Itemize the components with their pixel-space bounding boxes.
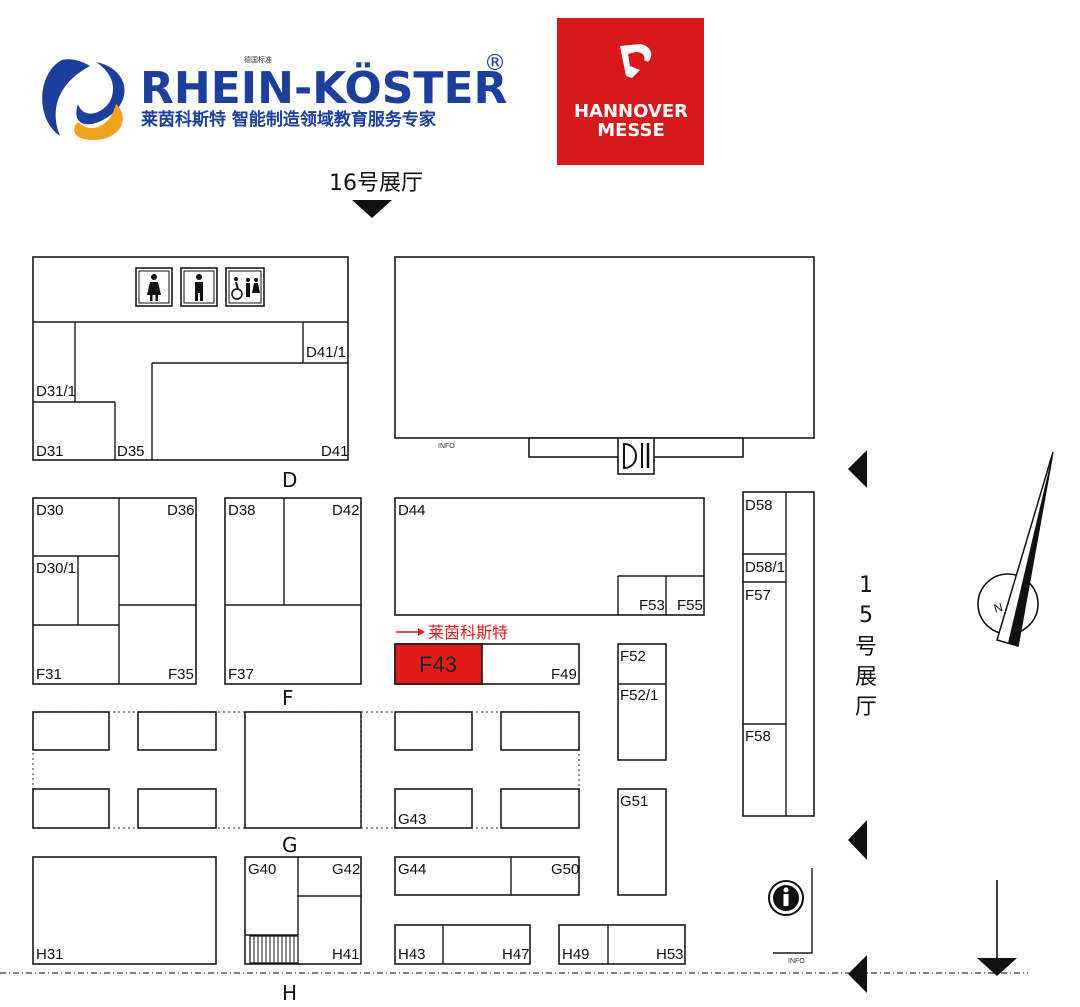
stand-label: D58/1 <box>745 559 785 576</box>
triangle-arrow-icon <box>848 820 867 860</box>
stand-label: D31/1 <box>36 383 76 400</box>
stand-label: D41 <box>321 443 349 460</box>
registered-mark: ® <box>484 51 506 76</box>
stand-label: G40 <box>248 861 276 878</box>
man-restroom-icon <box>180 267 218 307</box>
block-d44: D44 F53 F55 <box>394 497 705 616</box>
stand-label: D38 <box>228 502 256 519</box>
hall-15-char: 5 <box>859 603 873 628</box>
hannover-messe-logo: HANNOVER MESSE <box>557 18 704 165</box>
rhein-koster-logo: RHEIN-KÖSTER ® 德国标准 莱茵科斯特 智能制造领域教育服务专家 <box>42 51 507 140</box>
stand-label: D36 <box>167 502 195 519</box>
down-arrow-icon <box>977 880 1017 976</box>
info-desk: INFO <box>768 868 813 965</box>
hannover-messe-badge <box>557 18 704 165</box>
aisle-d-label: D <box>282 468 297 492</box>
hall-15-char: 展 <box>855 665 877 690</box>
stand-label: F37 <box>228 666 254 683</box>
stand-label: H53 <box>656 946 684 963</box>
info-label: INFO <box>788 958 805 965</box>
stand-label: D42 <box>332 502 360 519</box>
hall-15-char: 号 <box>855 635 877 660</box>
aisle-f-label: F <box>282 686 294 710</box>
information-icon <box>768 880 804 916</box>
stand-label: G44 <box>398 861 426 878</box>
stand-label: D44 <box>398 502 426 519</box>
hall-16-label: 16号展厅 <box>329 171 423 196</box>
stand-label: D35 <box>117 443 145 460</box>
woman-restroom-icon <box>135 267 173 307</box>
stand-label: F58 <box>745 728 771 745</box>
triangle-arrow-icon <box>848 955 867 993</box>
stand-label: D58 <box>745 497 773 514</box>
stand-f43-highlight[interactable] <box>394 643 483 685</box>
fair-line-2: MESSE <box>597 120 665 141</box>
block-f43-f49: F43 F49 <box>394 643 580 685</box>
company-small-mark: 德国标准 <box>244 55 272 64</box>
stand-label: D41/1 <box>306 344 346 361</box>
hall-15-char: 1 <box>859 573 873 598</box>
highlight-company-label: 莱茵科斯特 <box>428 623 508 642</box>
stand-label: H49 <box>562 946 590 963</box>
compass-letter: N <box>992 600 1004 616</box>
stand-label: G51 <box>620 793 648 810</box>
stand-label: F31 <box>36 666 62 683</box>
block-d30-f35: D30 D36 D30/1 F31 F35 <box>32 497 197 685</box>
stand-label: H47 <box>502 946 530 963</box>
hall-15-char: 厅 <box>855 695 877 720</box>
block-g40-h41: G40 G42 H41 <box>244 856 362 965</box>
block-restaurant: INFO <box>394 256 815 475</box>
company-name: RHEIN-KÖSTER <box>140 61 507 114</box>
rhein-koster-emblem-icon <box>42 59 125 140</box>
stand-label: H41 <box>332 946 360 963</box>
stand-label: G43 <box>398 811 426 828</box>
block-d58-f58: D58 D58/1 F57 F58 <box>742 491 815 817</box>
messe-head-icon <box>620 44 652 78</box>
block-h49-h53: H49 H53 <box>558 924 686 965</box>
stand-label: H31 <box>36 946 64 963</box>
triangle-arrow-icon <box>848 450 867 488</box>
stand-label: F55 <box>677 597 703 614</box>
stand-label: F35 <box>168 666 194 683</box>
north-compass-icon: N <box>977 451 1054 647</box>
block-g-row-right: G43 <box>360 711 580 829</box>
fair-line-1: HANNOVER <box>574 101 688 122</box>
stand-f43-label: F43 <box>419 652 457 677</box>
stand-label: F53 <box>639 597 665 614</box>
stand-label: D30 <box>36 502 64 519</box>
triangle-arrow-icon <box>352 200 392 218</box>
stand-label: F52/1 <box>620 687 658 704</box>
stand-label: F49 <box>551 666 577 683</box>
block-g-row-left <box>32 711 362 829</box>
highlight-callout: 莱茵科斯特 <box>396 623 508 642</box>
block-g44-g50: G44 G50 <box>394 856 580 896</box>
stand-label: F57 <box>745 587 771 604</box>
stand-label: G42 <box>332 861 360 878</box>
stand-label: D31 <box>36 443 64 460</box>
stand-label: H43 <box>398 946 426 963</box>
block-h43-h47: H43 H47 <box>394 924 531 965</box>
stairs-icon <box>249 935 299 964</box>
aisle-g-label: G <box>282 833 298 857</box>
aisle-h-label: H <box>282 981 297 1005</box>
block-h31: H31 <box>32 856 217 965</box>
restaurant-icon <box>617 437 655 475</box>
stand-label: D30/1 <box>36 560 76 577</box>
stand-label: G50 <box>551 861 579 878</box>
stand-label: F52 <box>620 648 646 665</box>
block-g51: G51 <box>617 788 667 896</box>
info-label: INFO <box>438 443 455 450</box>
block-f52: F52 F52/1 <box>617 643 667 761</box>
company-tagline: 莱茵科斯特 智能制造领域教育服务专家 <box>141 109 436 130</box>
hall-15-label: 1 5 号 展 厅 <box>855 573 877 720</box>
block-d31-d41: D41/1 D31/1 D31 D35 D41 <box>32 256 349 461</box>
block-d38-f37: D38 D42 F37 <box>224 497 362 685</box>
accessible-restroom-icon <box>225 267 265 307</box>
